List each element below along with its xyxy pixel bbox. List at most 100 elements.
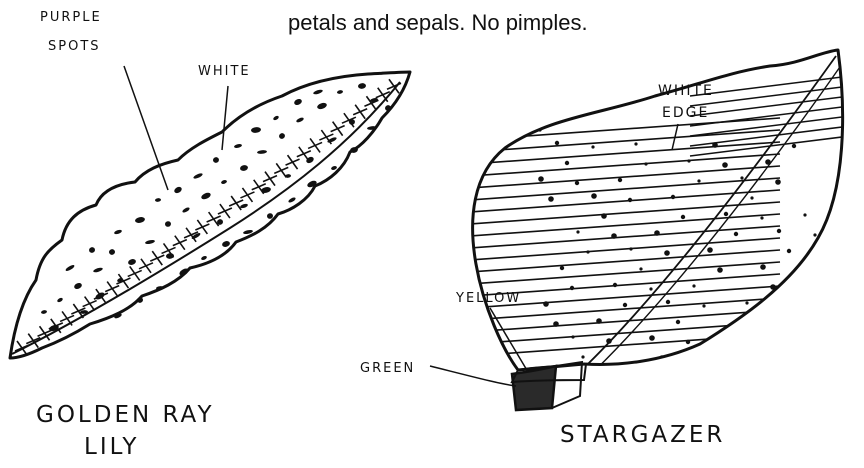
title-stargazer: STARGAZER [560, 422, 725, 448]
purple-spot [88, 246, 96, 254]
hatch-line [470, 250, 780, 272]
hatch-line [470, 226, 780, 248]
purple-spot [212, 156, 219, 163]
hatch-line [690, 106, 850, 126]
crosshatch-mark [308, 142, 322, 148]
crosshatch-mark [195, 224, 209, 230]
purple-spot [316, 102, 327, 110]
label-spots: SPOTS [48, 39, 101, 54]
purple-spot [296, 117, 305, 124]
crosshatch-mark [15, 345, 29, 351]
stargazer-spot [755, 321, 758, 324]
crosshatch-mark [274, 167, 288, 173]
crosshatch-mark [139, 263, 153, 269]
label-white: WHITE [198, 64, 251, 79]
stargazer-spot [548, 196, 554, 202]
stargazer-spot [712, 142, 718, 148]
purple-spot [182, 206, 191, 213]
stargazer-spot [707, 247, 713, 253]
stargazer-spot [596, 318, 602, 324]
purple-spot [173, 186, 183, 195]
purple-spot [108, 249, 115, 256]
stargazer-spot [649, 287, 652, 290]
stargazer-spot [686, 340, 690, 344]
stargazer-spot [717, 267, 723, 273]
purple-spot [221, 179, 228, 184]
stargazer-spot [664, 250, 670, 256]
stargazer-spot [702, 304, 705, 307]
purple-spot [200, 191, 211, 200]
stargazer-spot [676, 320, 680, 324]
hatch-line [470, 214, 780, 236]
crosshatch-mark [83, 301, 97, 307]
label-yellow: YELLOW [455, 291, 521, 306]
stargazer-spot [692, 284, 695, 287]
crosshatch-mark [229, 200, 243, 206]
stargazer-spot [777, 229, 781, 233]
stargazer-spot [591, 145, 594, 148]
stargazer-spot [623, 303, 627, 307]
purple-spot [293, 98, 303, 106]
crosshatch-mark [240, 192, 254, 198]
stargazer-spot [613, 283, 617, 287]
stargazer-spot [813, 281, 819, 287]
purple-spot [193, 172, 204, 179]
purple-spot [165, 221, 172, 227]
stargazer-spot [570, 286, 574, 290]
crosshatch-mark [150, 255, 164, 261]
purple-spot [221, 240, 230, 248]
purple-spot [240, 203, 249, 209]
stargazer-spot [628, 198, 632, 202]
stargazer-spot [553, 321, 559, 327]
purple-spots [41, 83, 392, 332]
stargazer-spot [813, 233, 816, 236]
stargazer-spot [671, 195, 675, 199]
title-golden-ray: GOLDEN RAY [36, 402, 215, 428]
green-base-fill [512, 366, 556, 410]
purple-spot [358, 83, 367, 89]
stargazer-spot [760, 216, 763, 219]
leader-green [430, 366, 516, 386]
purple-spot [273, 115, 280, 121]
crosshatch-mark [162, 247, 176, 253]
purple-spot [145, 239, 156, 245]
stargazer-spot [634, 142, 637, 145]
purple-spot [155, 198, 161, 202]
stargazer-base [512, 362, 586, 410]
stargazer-spot [792, 144, 796, 148]
stargazer-spot [538, 176, 544, 182]
stargazer-spot [798, 318, 801, 321]
crosshatch-mark [353, 109, 367, 115]
purple-spot [234, 143, 243, 148]
crosshatch-mark [297, 151, 311, 157]
label-green: GREEN [360, 361, 415, 376]
crosshatch-mark [331, 126, 345, 132]
hatch-line [470, 262, 780, 284]
stargazer-spot [787, 249, 791, 253]
stargazer-spot [618, 178, 622, 182]
purple-spot [65, 264, 75, 272]
stargazer-spot [576, 230, 579, 233]
stargazer-spot [808, 338, 811, 341]
stargazer-spot [644, 162, 647, 165]
stargazer-spot [702, 352, 708, 358]
crosshatch-mark [105, 286, 119, 292]
purple-spot [337, 90, 344, 95]
stargazer-hatching [470, 56, 850, 392]
hatch-line [470, 202, 780, 224]
stargazer-spot [722, 162, 728, 168]
stargazer-spot [797, 269, 801, 273]
stargazer-spot [601, 213, 607, 219]
purple-spot [201, 255, 208, 261]
stargazer-spot [591, 193, 597, 199]
hatch-line [470, 178, 780, 200]
hatch-line [470, 238, 780, 260]
purple-spot [93, 267, 104, 274]
hatch-line [470, 166, 780, 188]
stargazer-spot [611, 233, 617, 239]
stargazer-spot [734, 232, 738, 236]
crosshatch-mark [60, 315, 74, 321]
hatch-line [690, 86, 850, 106]
